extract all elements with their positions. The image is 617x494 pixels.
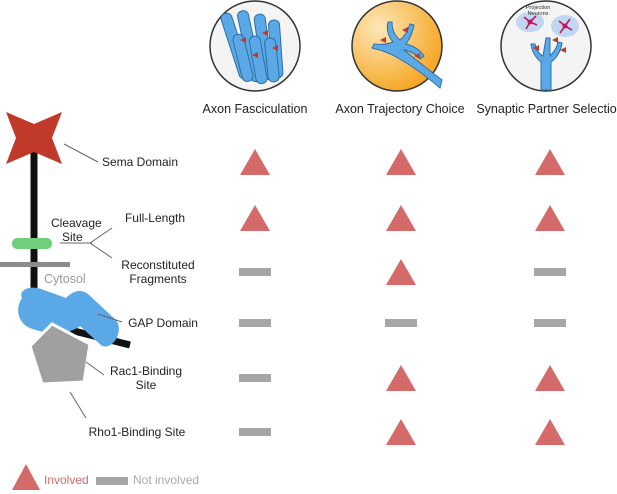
- row-labels: Sema DomainFull-LengthReconstitutedFragm…: [89, 155, 198, 439]
- column-header-trajectory: Axon Trajectory Choice: [335, 102, 464, 116]
- involved-triangle: [535, 365, 565, 391]
- not-involved-bar: [385, 319, 417, 327]
- involved-triangle: [386, 149, 416, 175]
- membrane-line: [0, 262, 70, 267]
- row-label-3-line-0: GAP Domain: [128, 316, 198, 330]
- synaptic-partner-icon: Projection Neurons: [500, 0, 592, 92]
- legend-involved-label: Involved: [44, 473, 89, 487]
- involved-triangle: [240, 205, 270, 231]
- not-involved-bar: [239, 428, 271, 436]
- column-header-partner-selection: Synaptic Partner Selection: [476, 102, 617, 116]
- legend: Involved Not involved: [12, 464, 199, 490]
- legend-not-involved-label: Not involved: [133, 473, 199, 487]
- marks-grid: [239, 149, 566, 445]
- rho1-binding-shape: [28, 322, 92, 386]
- row-label-1-line-0: Full-Length: [125, 211, 185, 225]
- row-label-2-line-0: Reconstituted: [121, 258, 194, 272]
- involved-triangle: [535, 205, 565, 231]
- involved-triangle: [240, 149, 270, 175]
- cleavage-label-1: Cleavage: [51, 216, 102, 230]
- involved-triangle: [386, 259, 416, 285]
- axon-fasciculation-icon: [209, 0, 301, 92]
- involved-triangle: [386, 205, 416, 231]
- row-label-2-line-1: Fragments: [129, 272, 186, 286]
- not-involved-bar: [239, 268, 271, 276]
- cleavage-label-2: Site: [62, 230, 83, 244]
- involved-triangle: [535, 419, 565, 445]
- row-label-4-line-1: Site: [136, 378, 157, 392]
- cytosol-label: Cytosol: [44, 272, 86, 286]
- not-involved-bar: [239, 374, 271, 382]
- row-label-0-line-0: Sema Domain: [102, 155, 178, 169]
- axon-trajectory-icon: [351, 0, 443, 92]
- protein-schematic: Cleavage Site Cytosol: [0, 112, 131, 419]
- involved-triangle: [535, 149, 565, 175]
- involved-triangle: [386, 365, 416, 391]
- projection-neurons-label-1: Projection: [526, 5, 550, 11]
- row-label-4-line-0: Rac1-Binding: [110, 364, 182, 378]
- involved-triangle: [386, 419, 416, 445]
- sema-domain-shape: [6, 112, 62, 164]
- not-involved-bar: [239, 319, 271, 327]
- not-involved-bar: [534, 268, 566, 276]
- column-header-fasciculation: Axon Fasciculation: [203, 102, 308, 116]
- cleavage-site-shape: [12, 238, 52, 249]
- legend-not-involved-bar: [96, 477, 128, 485]
- row-label-5-line-0: Rho1-Binding Site: [89, 425, 186, 439]
- projection-neurons-label-2: Neurons: [528, 11, 549, 17]
- not-involved-bar: [534, 319, 566, 327]
- legend-involved-triangle: [12, 464, 40, 490]
